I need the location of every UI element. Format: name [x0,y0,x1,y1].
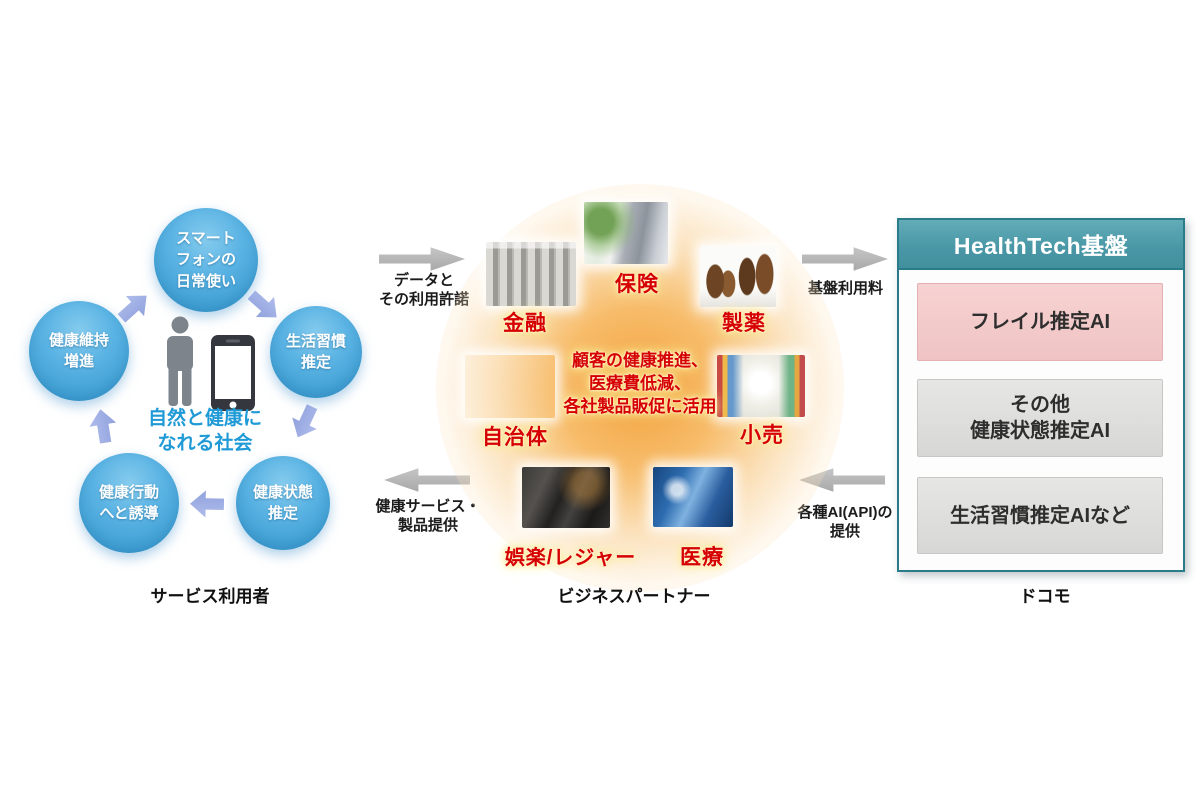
flow-arrow-right-icon [802,247,888,271]
cycle-node-lifestyle-estimation: 生活習慣 推定 [270,306,362,398]
medical-photo [653,467,733,527]
platform-item-lifestyle-ai-etc: 生活習慣推定AIなど [917,477,1163,554]
platform-item-frailty-ai: フレイル推定AI [917,283,1163,361]
cycle-arrow-icon [190,489,225,520]
business-partners-label: ビジネスパートナー [557,587,711,606]
industry-label-government: 自治体 [482,426,548,449]
industry-label-leisure: 娯楽/レジャー [504,547,637,569]
cycle-node-health-maintenance: 健康維持 増進 [29,301,129,401]
finance-photo [486,242,576,306]
cycle-node-label: 健康行動 へと誘導 [98,483,159,522]
cycle-node-label: 生活習慣 推定 [285,332,346,371]
platform-fee-arrow-label: 基盤利用料 [807,280,883,297]
nature-health-society-text: 自然と健康に なれる社会 [147,408,262,454]
docomo-label: ドコモ [1019,587,1071,606]
pharma-photo [700,246,776,307]
leisure-photo [522,467,610,528]
smartphone-icon [211,335,255,411]
person-icon [167,316,193,406]
cycle-node-health-state-estimation: 健康状態 推定 [236,456,330,550]
cycle-node-smartphone-use: スマート フォンの 日常使い [154,208,258,312]
data-license-arrow-label: データと その利用許諾 [378,272,469,308]
health-service-arrow-label: 健康サービス・ 製品提供 [375,498,481,534]
cycle-node-label: 健康状態 推定 [252,483,313,522]
healthtech-platform-panel: HealthTech基盤 フレイル推定AI その他 健康状態推定AI 生活習慣推… [897,218,1185,572]
cycle-node-health-behavior-guidance: 健康行動 へと誘導 [79,453,179,553]
platform-header: HealthTech基盤 [899,220,1183,270]
flow-arrow-right-icon [379,247,465,271]
industry-label-pharma: 製薬 [722,312,766,335]
platform-item-other-health-state-ai: その他 健康状態推定AI [917,379,1163,457]
insurance-photo [584,202,668,264]
service-users-label: サービス利用者 [150,587,270,606]
ai-api-arrow-label: 各種AI(API)の 提供 [797,504,893,540]
cycle-node-label: スマート フォンの 日常使い [175,230,236,290]
partner-benefit-text: 顧客の健康推進、 医療費低減、 各社製品販促に活用 [563,351,717,416]
industry-label-retail: 小売 [740,424,784,447]
industry-label-insurance: 保険 [615,273,659,296]
cycle-node-label: 健康維持 増進 [48,331,109,370]
industry-label-finance: 金融 [503,312,547,335]
retail-photo [717,355,805,417]
industry-label-medical: 医療 [680,546,724,569]
